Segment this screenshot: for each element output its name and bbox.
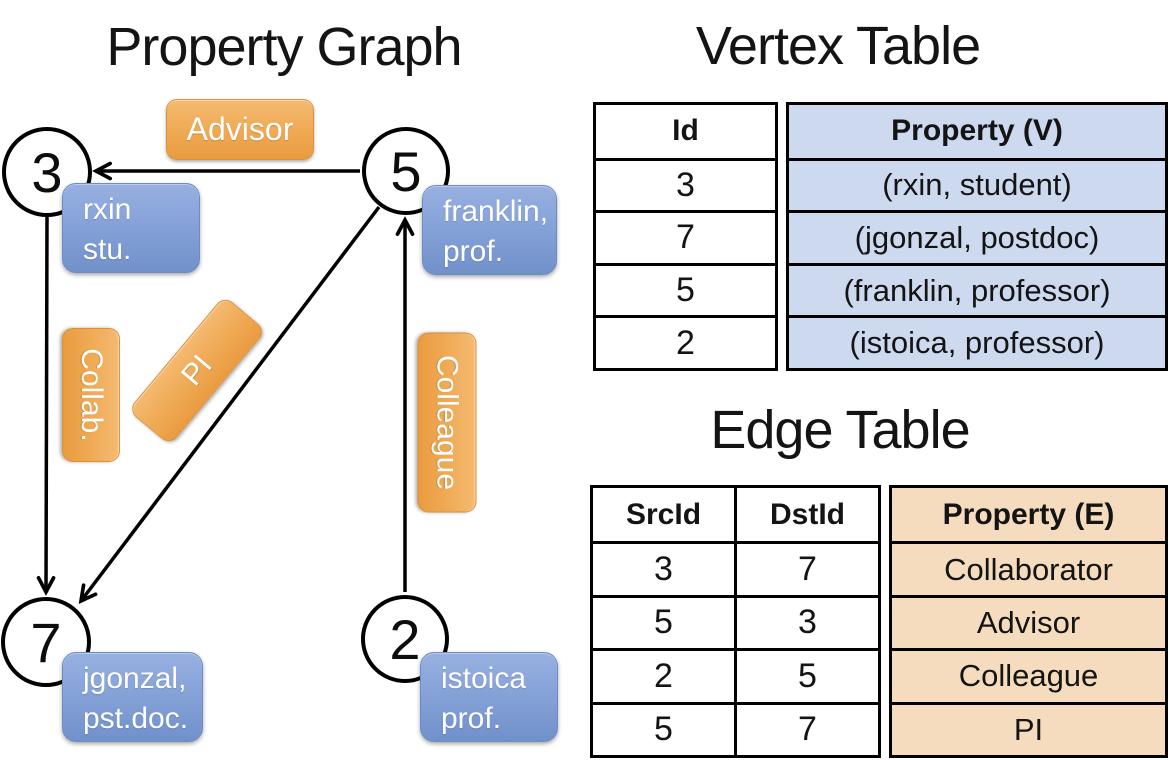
vertex-prop-box-3: rxin stu. (62, 183, 200, 273)
edge-collab-3-to-7 (46, 216, 47, 592)
edge-row-dst: 7 (734, 544, 878, 595)
node-2: 2 (361, 595, 449, 683)
node-5: 5 (362, 127, 450, 215)
vertex-row-id: 5 (676, 271, 695, 310)
edge-row-src: 2 (654, 656, 673, 695)
vertex-prop-box-7: jgonzal, pst.doc. (62, 652, 203, 742)
vertex-table-id-column: Id 3 7 5 2 (593, 102, 778, 371)
vertex-prop-2-line2: prof. (441, 702, 502, 735)
vertex-prop-2-line1: istoica (441, 662, 527, 695)
vertex-row-property: (rxin, student) (789, 160, 1165, 211)
vertex-table-property-column: Property (V) (rxin, student) (jgonzal, p… (786, 102, 1168, 371)
edge-dst-header: DstId (734, 488, 878, 542)
vertex-row-property: (jgonzal, postdoc) (789, 213, 1165, 263)
edge-row-src: 5 (654, 603, 673, 642)
edge-pi-5-to-7 (81, 205, 381, 601)
node-5-id: 5 (390, 139, 422, 203)
edge-label-collab: Collab. (62, 328, 120, 462)
edge-row-dst: 7 (734, 704, 878, 755)
property-graph-title: Property Graph (106, 17, 462, 77)
node-7-id: 7 (30, 610, 62, 674)
vertex-prop-7-line1: jgonzal, (83, 662, 187, 695)
vertex-prop-5-line2: prof. (443, 235, 504, 268)
vertex-row-property: (franklin, professor) (789, 265, 1165, 316)
edge-table-title: Edge Table (710, 400, 970, 460)
vertex-row-id: 7 (676, 218, 695, 257)
vertex-prop-5-line1: franklin, (443, 195, 549, 228)
vertex-row-property: (istoica, professor) (789, 318, 1165, 368)
vertex-property-header: Property (V) (789, 105, 1165, 158)
edge-row-property: Colleague (892, 651, 1165, 702)
edge-src-header: SrcId (625, 497, 702, 531)
edge-label-advisor: Advisor (166, 99, 314, 160)
vertex-prop-3-line2: stu. (83, 233, 132, 266)
edge-row-property: Collaborator (892, 544, 1165, 595)
graph-edges-canvas (0, 0, 585, 760)
vertex-table-title: Vertex Table (695, 16, 981, 76)
edge-table-ids-columns: SrcId DstId 3 7 5 3 2 5 5 7 (590, 485, 881, 758)
edge-label-colleague: Colleague (417, 332, 477, 513)
vertex-prop-box-5: franklin, prof. (422, 185, 557, 275)
node-2-id: 2 (389, 607, 421, 671)
edge-row-dst: 5 (734, 651, 878, 702)
vertex-prop-box-2: istoica prof. (420, 652, 558, 742)
edge-row-property: PI (892, 704, 1165, 755)
edge-row-dst: 3 (734, 597, 878, 649)
vertex-row-id: 3 (676, 165, 695, 204)
vertex-row-id: 2 (676, 323, 695, 362)
edge-row-src: 5 (654, 710, 673, 749)
edge-property-header: Property (E) (892, 488, 1165, 542)
node-3-id: 3 (31, 140, 63, 204)
vertex-prop-3-line1: rxin (83, 193, 132, 226)
vertex-prop-7-line2: pst.doc. (83, 702, 189, 735)
edge-row-src: 3 (654, 550, 673, 589)
edge-table-property-column: Property (E) Collaborator Advisor Collea… (889, 485, 1168, 758)
vertex-id-header: Id (672, 114, 699, 148)
edge-row-property: Advisor (892, 597, 1165, 649)
